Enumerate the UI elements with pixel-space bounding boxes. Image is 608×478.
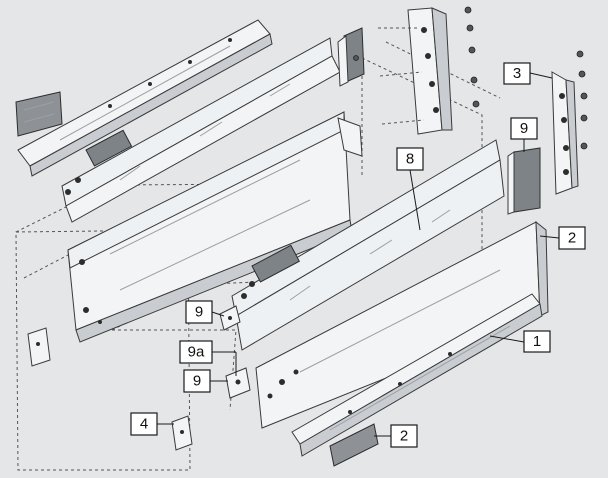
- front-fitting-4: [171, 415, 193, 451]
- svg-text:9: 9: [193, 373, 201, 390]
- callout-9-lower: 9: [183, 369, 211, 393]
- front-clip-lower: [225, 367, 251, 399]
- left-runner-rear: [17, 19, 273, 177]
- front-clip-upper: [219, 305, 241, 331]
- svg-text:8: 8: [406, 151, 414, 168]
- leader-1: [489, 335, 525, 343]
- callout-9a: 9a: [179, 340, 213, 364]
- left-front-fitting: [27, 327, 51, 367]
- right-rear-bracket: [251, 244, 300, 283]
- callout-2-right: 2: [558, 226, 586, 250]
- rear-mounting-bracket-right: [551, 50, 588, 195]
- rear-connector-right: [513, 147, 541, 213]
- callout-2-bottom: 2: [390, 424, 418, 448]
- callout-3: 3: [503, 62, 531, 85]
- right-side-panel: [255, 220, 549, 429]
- bottom-runner: [291, 293, 543, 457]
- svg-text:2: 2: [568, 230, 576, 247]
- svg-text:4: 4: [140, 416, 148, 433]
- left-rear-bracket: [85, 129, 133, 167]
- svg-text:9: 9: [520, 120, 528, 137]
- callout-9-top: 9: [510, 117, 538, 140]
- svg-text:1: 1: [533, 333, 541, 350]
- right-drawer-side: [231, 139, 505, 351]
- svg-text:9a: 9a: [188, 344, 205, 361]
- svg-text:2: 2: [400, 428, 408, 445]
- svg-text:9: 9: [195, 304, 203, 321]
- svg-text:3: 3: [513, 65, 521, 82]
- rear-mounting-bracket-top: [378, 6, 480, 135]
- leader-2-right: [539, 235, 560, 239]
- callout-8: 8: [396, 147, 424, 171]
- rear-connector-top: [337, 27, 365, 87]
- leader-3: [529, 72, 553, 79]
- grey-cover-strip: [329, 423, 379, 467]
- callout-4: 4: [130, 412, 158, 436]
- callout-1: 1: [523, 330, 551, 353]
- leader-8: [409, 169, 421, 231]
- leader-9-left: [211, 311, 225, 317]
- callout-9-left: 9: [185, 300, 213, 324]
